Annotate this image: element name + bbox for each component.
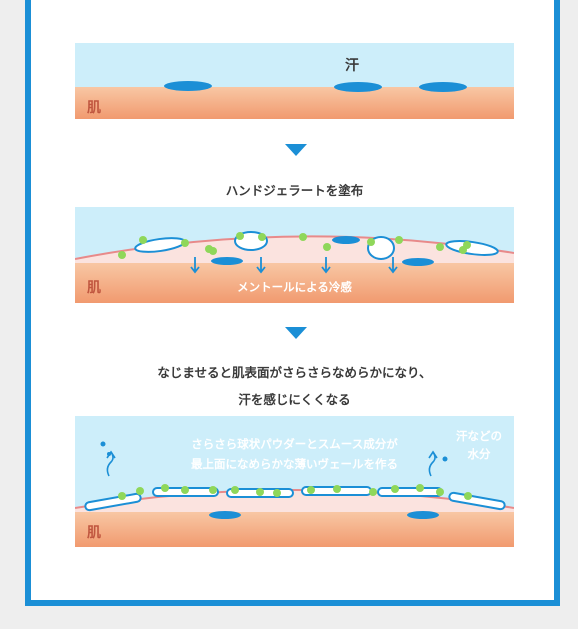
sweat-drop <box>332 236 360 244</box>
moisture-label-line2: 水分 <box>467 447 491 461</box>
menthol-cooling-arrows <box>190 257 398 274</box>
gel-particles <box>118 484 472 500</box>
gel-capsule <box>445 240 499 256</box>
sweat-drop <box>402 258 434 266</box>
skin-label: 肌 <box>87 525 101 541</box>
skin-label: 肌 <box>87 280 101 296</box>
step2-caption-line1: なじませると肌表面がさらさらなめらかになり、 <box>157 365 432 380</box>
air-layer <box>75 43 514 87</box>
panel-veil-formed: 肌 さらさら球状パウダーとスムース成分が 最上面になめらかな薄いヴェールを作る … <box>75 416 514 547</box>
step1-caption: ハンドジェラートを塗布 <box>225 183 364 198</box>
skin-label: 肌 <box>87 100 101 116</box>
sweat-drop <box>419 82 467 92</box>
panel2-illustration <box>75 207 514 303</box>
skin-layer <box>75 263 514 303</box>
panel1-illustration <box>75 43 514 119</box>
gel-particles <box>118 232 471 259</box>
sweat-drop <box>407 511 439 519</box>
evaporation-arrow <box>106 450 438 477</box>
veil-description-line1: さらさら球状パウダーとスムース成分が <box>191 437 398 451</box>
water-vapor-dots <box>100 441 448 462</box>
panel-sweat-on-skin: 肌 汗 <box>75 43 514 119</box>
sweat-drop <box>209 511 241 519</box>
step-arrow-down <box>285 144 307 156</box>
sweat-drop <box>211 257 243 265</box>
sweat-drop <box>164 81 212 91</box>
sweat-label: 汗 <box>345 58 359 74</box>
step2-caption-line2: 汗を感じにくくなる <box>238 392 351 407</box>
panel-gel-applied: 肌 メントールによる冷感 <box>75 207 514 303</box>
step-arrow-down <box>285 327 307 339</box>
veil-description-line2: 最上面になめらかな薄いヴェールを作る <box>191 457 398 471</box>
skin-layer <box>75 87 514 119</box>
sweat-drop <box>334 82 382 92</box>
cooling-label: メントールによる冷感 <box>237 280 352 294</box>
skin-layer <box>75 512 514 547</box>
moisture-label-line1: 汗などの <box>456 429 502 443</box>
panel3-illustration <box>75 416 514 547</box>
